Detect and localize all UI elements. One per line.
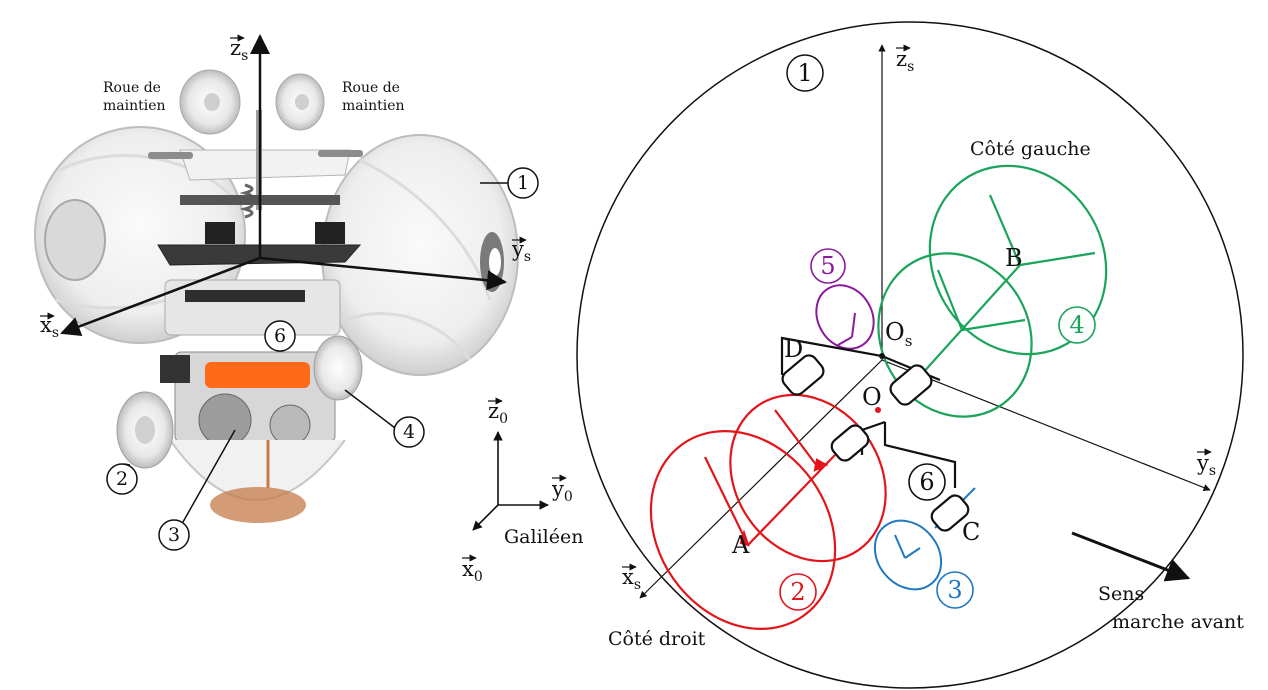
point-B: B <box>1005 244 1023 272</box>
direction-label-1: Sens <box>1098 583 1144 605</box>
wheel-right-label-2: maintien <box>342 98 405 114</box>
direction-label-2: marche avant <box>1112 611 1244 633</box>
photo-axes: zs ys xs <box>40 34 531 341</box>
top-bracket <box>179 149 351 181</box>
electronics-block <box>164 279 341 336</box>
schematic-axis-x: xs <box>622 565 641 593</box>
callout-4: 4 <box>403 421 415 443</box>
galilean-frame: z0 y0 x0 Galiléen <box>462 397 583 585</box>
point-C: C <box>962 518 980 546</box>
wheel-5 <box>815 284 875 350</box>
galilean-axis-z: z0 <box>488 399 508 427</box>
right-side-label: Côté droit <box>608 628 706 650</box>
induction-coil <box>210 487 306 523</box>
orange-component <box>205 362 310 388</box>
photo-axis-y: ys <box>511 237 531 265</box>
point-Os: Os <box>885 318 912 350</box>
part-5-label: 5 <box>820 252 835 280</box>
galilean-label: Galiléen <box>504 526 583 548</box>
wheel-right-label-1: Roue de <box>342 80 400 96</box>
wheel-4 <box>877 164 1108 418</box>
photo-axis-z: zs <box>230 36 248 64</box>
left-side-label: Côté gauche <box>970 138 1091 160</box>
kinematic-schematic: 1 zs ys xs Côté gauche Côté droit 2 <box>576 21 1244 689</box>
point-O: O <box>862 383 882 411</box>
part-1-label: 1 <box>797 59 812 87</box>
robot-exploded-view <box>34 69 519 523</box>
point-A: A <box>731 531 750 559</box>
left-hemisphere-opening <box>44 199 106 281</box>
callout-2: 2 <box>116 468 128 490</box>
galilean-axis-x: x0 <box>462 557 483 585</box>
chassis-6 <box>780 336 970 532</box>
part-2-label: 2 <box>790 578 805 606</box>
galilean-axis-y: y0 <box>551 477 573 505</box>
point-D: D <box>784 335 803 363</box>
callout-6: 6 <box>274 325 286 347</box>
part-3-label: 3 <box>947 576 962 604</box>
part-6-label: 6 <box>919 468 934 496</box>
wheel-left-label-1: Roue de <box>103 80 161 96</box>
point-O-dot <box>875 407 881 413</box>
wheel-4 <box>313 335 363 401</box>
callout-1: 1 <box>517 172 529 194</box>
forward-arrow <box>1071 531 1191 582</box>
part-4-label: 4 <box>1069 311 1084 339</box>
wheel-left-label-2: maintien <box>103 98 166 114</box>
photo-callouts: 1 6 4 2 3 <box>106 167 539 551</box>
schematic-axis-y: ys <box>1196 451 1216 479</box>
photo-axis-x: xs <box>40 313 59 341</box>
point-Os-dot <box>879 353 885 359</box>
schematic-axis-z: zs <box>896 47 914 75</box>
sphere-outline <box>576 21 1244 689</box>
callout-3: 3 <box>168 524 180 546</box>
